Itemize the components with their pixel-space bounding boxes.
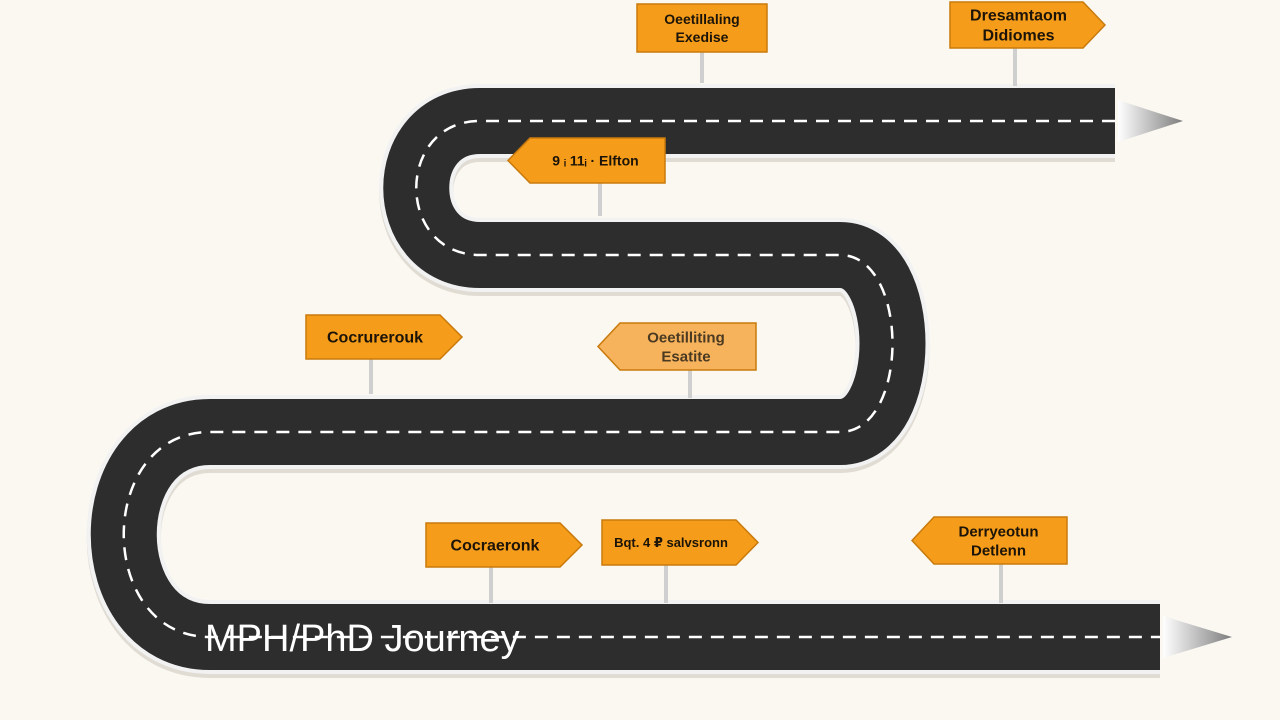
sign-post [369,357,373,394]
sign-label: Cocraeronk [451,538,540,555]
sign-post [598,181,602,216]
sign-board [601,519,760,566]
sign-label: Esatite [661,348,710,365]
sign-label: Detlenn [971,542,1026,559]
sign-board [425,522,584,568]
arrow-icon-top [1118,100,1183,142]
sign-label: Didiomes [982,28,1054,45]
sign-label: Dresamtaom [970,8,1067,25]
sign-post [664,563,668,603]
sign-post [688,368,692,398]
arrow-icon-bottom [1163,616,1232,658]
sign-board [636,3,768,53]
sign-label: Oeetilliting [647,329,725,346]
sign-board [596,322,757,371]
signpost-upper-middle: 9 ᵢ 11ᵢ · Elfton [506,137,666,216]
sign-post [700,50,704,83]
lane-marking [122,119,1160,639]
signpost-middle-left: Cocrurerouk [305,314,464,394]
page-title: MPH/PhD Journey [205,618,520,660]
winding-road [86,84,1160,678]
sign-post [1013,46,1017,86]
sign-label: Derryeotun [958,523,1038,540]
sign-board [910,516,1068,565]
sign-label: Oeetillaling [664,11,739,27]
signpost-bottom-center: Bqt. 4 ₽ salvsronn [601,519,760,603]
sign-board [949,1,1107,49]
sign-post [999,562,1003,603]
sign-post [489,565,493,603]
sign-label: Cocrurerouk [327,330,423,347]
sign-label: Exedise [676,29,729,45]
sign-board [506,137,666,184]
sign-board [305,314,464,360]
sign-label: Bqt. 4 ₽ salvsronn [614,535,728,550]
sign-label: 9 ᵢ 11ᵢ · Elfton [552,152,638,168]
signpost-bottom-left: Cocraeronk [425,522,584,603]
